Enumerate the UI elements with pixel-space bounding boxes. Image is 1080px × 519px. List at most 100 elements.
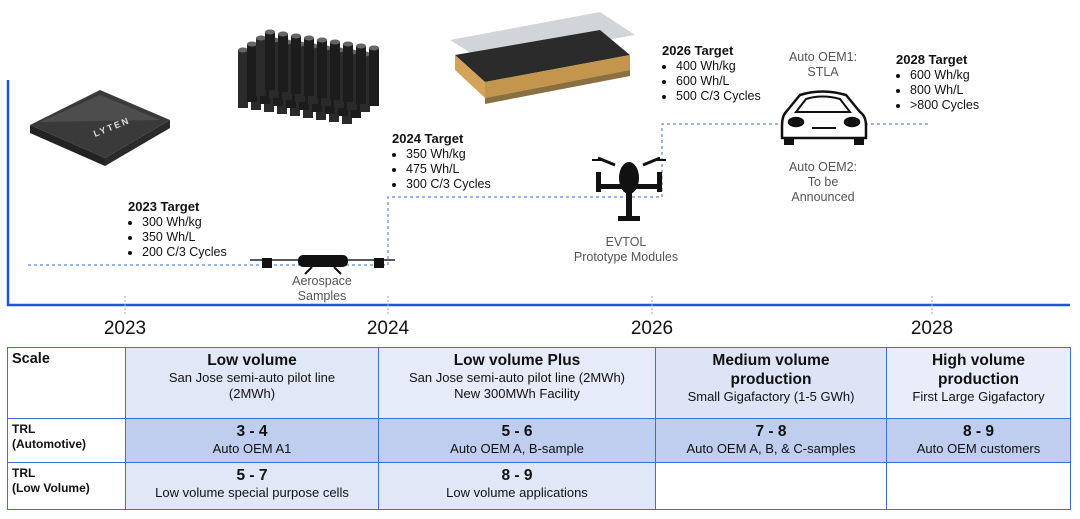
trl-level: 5 - 6 [501, 423, 533, 440]
trl-level: 7 - 8 [755, 423, 787, 440]
target-2026: 2026 Target 400 Wh/kg 600 Wh/L 500 C/3 C… [662, 43, 761, 104]
cell-body [247, 44, 257, 102]
row-header-trl-automotive: TRL (Automotive) [7, 418, 126, 463]
trl-level: 8 - 9 [962, 423, 994, 440]
target-2026-item: 400 Wh/kg [676, 59, 761, 74]
cell-top [317, 37, 327, 43]
trl-desc: Auto OEM customers [916, 441, 1041, 456]
target-2028-item: >800 Cycles [910, 98, 979, 113]
cell-body [317, 40, 327, 98]
year-2023-label: 2023 [103, 318, 147, 339]
target-2024: 2024 Target 350 Wh/kg 475 Wh/L 300 C/3 C… [392, 131, 491, 192]
year-2028-label: 2028 [910, 318, 954, 339]
cell-body [278, 34, 288, 92]
row-header-scale: Scale [7, 347, 126, 419]
target-2023-list: 300 Wh/kg 350 Wh/L 200 C/3 Cycles [128, 215, 227, 260]
trl-level: 3 - 4 [236, 423, 268, 440]
target-2024-title: 2024 Target [392, 131, 464, 146]
trl-desc: Auto OEM A1 [212, 441, 292, 456]
cylindrical-cells-image [238, 29, 379, 124]
cell-body [356, 46, 366, 104]
target-2023-item: 300 Wh/kg [142, 215, 227, 230]
cell-top [343, 41, 353, 47]
cell-top [265, 29, 275, 35]
target-2024-item: 475 Wh/L [406, 162, 491, 177]
target-2026-title: 2026 Target [662, 43, 734, 58]
trl-desc: Auto OEM A, B-sample [450, 441, 584, 456]
cell-body [265, 32, 275, 90]
trl-desc: Auto OEM A, B, & C-samples [686, 441, 856, 456]
cell-top [369, 45, 379, 51]
target-2024-item: 350 Wh/kg [406, 147, 491, 162]
cell-top [304, 35, 314, 41]
target-2028-title: 2028 Target [896, 52, 968, 67]
target-2028: 2028 Target 600 Wh/kg 800 Wh/L >800 Cycl… [896, 52, 979, 113]
drone-icon [250, 255, 395, 275]
trl-desc: Low volume applications [446, 485, 588, 500]
oem2-label: Auto OEM2: To be Announced [788, 160, 858, 204]
target-2028-item: 600 Wh/kg [910, 68, 979, 83]
evtol-label: EVTOL Prototype Modules [573, 235, 679, 264]
cell-body [256, 38, 266, 96]
target-2023-item: 350 Wh/L [142, 230, 227, 245]
scale-desc: San Jose semi-auto pilot line (2MWh) New… [408, 370, 626, 401]
evtol-icon [592, 156, 666, 221]
cell-top [291, 33, 301, 39]
scale-title: High volume production [931, 352, 1025, 388]
scale-desc: Small Gigafactory (1-5 GWh) [687, 389, 855, 404]
year-2024-label: 2024 [366, 318, 410, 339]
target-2024-list: 350 Wh/kg 475 Wh/L 300 C/3 Cycles [392, 147, 491, 192]
trl-low-cell-empty [886, 462, 1071, 510]
cell-body [330, 42, 340, 100]
target-2028-item: 800 Wh/L [910, 83, 979, 98]
cell-top [330, 39, 340, 45]
scale-title: Low volume Plus [453, 352, 581, 369]
target-2023-item: 200 C/3 Cycles [142, 245, 227, 260]
oem1-label: Auto OEM1: STLA [788, 50, 858, 79]
row-header-trl-low-volume: TRL (Low Volume) [7, 462, 126, 510]
trl-level: 8 - 9 [501, 467, 533, 484]
cell-top [256, 35, 266, 41]
trl-low-cell-empty [655, 462, 887, 510]
car-icon [780, 90, 868, 145]
cell-body [238, 50, 248, 108]
target-2023: 2023 Target 300 Wh/kg 350 Wh/L 200 C/3 C… [128, 199, 227, 260]
target-2026-list: 400 Wh/kg 600 Wh/L 500 C/3 Cycles [662, 59, 761, 104]
cell-body [291, 36, 301, 94]
cell-body [304, 38, 314, 96]
cell-top [278, 31, 288, 37]
trl-level: 5 - 7 [236, 467, 268, 484]
target-2023-title: 2023 Target [128, 199, 200, 214]
scale-desc: First Large Gigafactory [912, 389, 1045, 404]
scale-desc: San Jose semi-auto pilot line (2MWh) [168, 370, 336, 401]
cell-body [369, 48, 379, 106]
cell-top [356, 43, 366, 49]
battery-pack-image [450, 12, 635, 104]
target-2026-item: 600 Wh/L [676, 74, 761, 89]
target-2024-item: 300 C/3 Cycles [406, 177, 491, 192]
cell-body [343, 44, 353, 102]
target-2026-item: 500 C/3 Cycles [676, 89, 761, 104]
scale-title: Medium volume production [712, 352, 830, 388]
lyten-sheet-image: LYTEN [30, 90, 170, 166]
scale-title: Low volume [207, 352, 297, 369]
aerospace-label: Aerospace Samples [292, 274, 352, 303]
target-2028-list: 600 Wh/kg 800 Wh/L >800 Cycles [896, 68, 979, 113]
year-2026-label: 2026 [630, 318, 674, 339]
timeline-graphic: LYTEN [6, 12, 1070, 314]
cell-top [238, 47, 248, 53]
trl-desc: Low volume special purpose cells [155, 485, 349, 500]
